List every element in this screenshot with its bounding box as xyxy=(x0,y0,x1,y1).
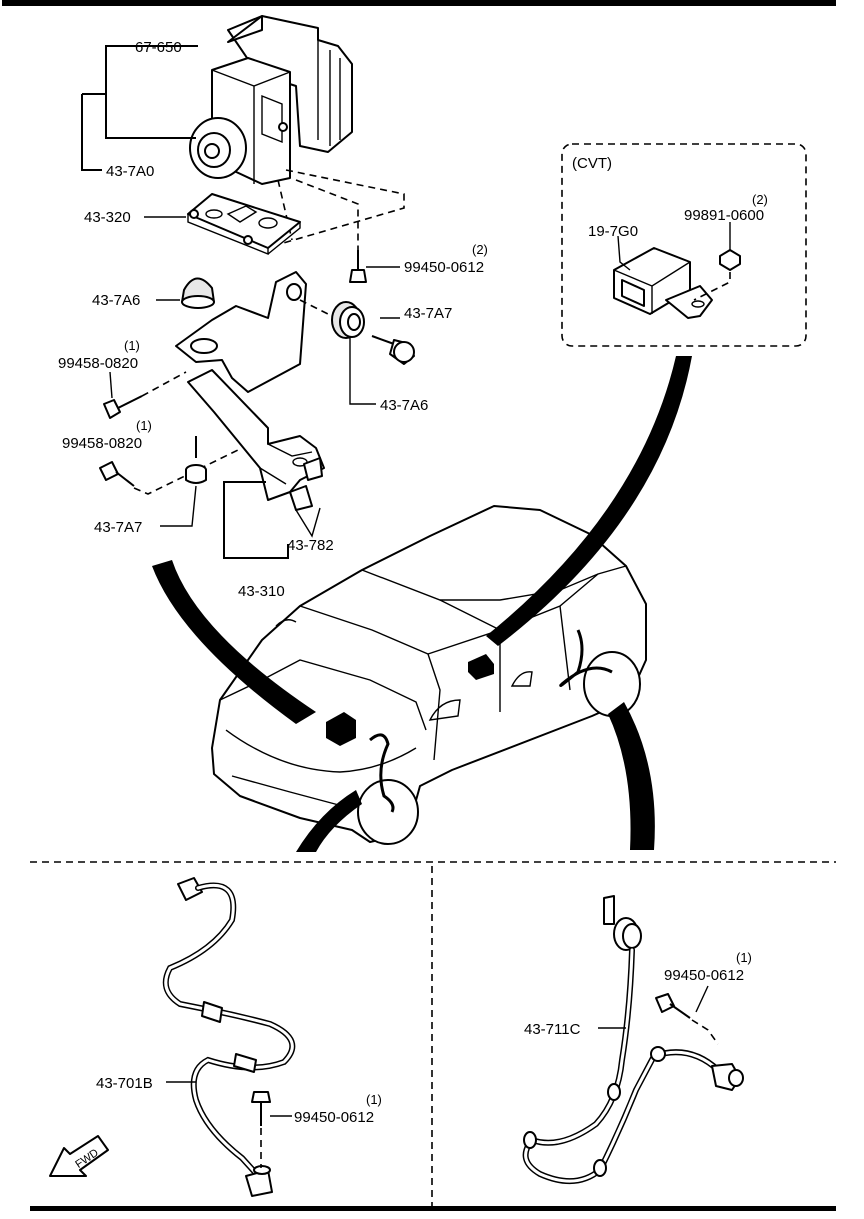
rubber-right-leader xyxy=(349,338,376,405)
collar-right[interactable] xyxy=(371,335,415,365)
rear-wheel-speed-sensor[interactable] xyxy=(522,895,744,1185)
cvt-nut-qty: (2) xyxy=(752,192,768,207)
front-bolt-label: 99450-0612 xyxy=(294,1109,374,1126)
rubber-right-label: 43-7A6 xyxy=(380,397,428,414)
cvt-box xyxy=(561,143,807,347)
callout-arrows xyxy=(152,356,692,852)
hcu-dash-lines xyxy=(277,169,405,256)
bolt-right-label: 99450-0612 xyxy=(404,259,484,276)
front-bolt-qty: (1) xyxy=(366,1092,382,1107)
car-wiring xyxy=(369,629,613,813)
hcu-leaders xyxy=(81,45,198,171)
front-harness-label: 43-701B xyxy=(96,1075,153,1092)
cvt-nut-dash xyxy=(693,272,731,301)
top-rule xyxy=(2,0,836,6)
cvt-sensor-leader xyxy=(617,235,631,271)
bracket-plate[interactable] xyxy=(187,193,301,256)
rear-bolt-leader xyxy=(695,985,709,1013)
car-cvt-marker xyxy=(468,654,494,680)
bracket-label: 43-310 xyxy=(238,583,285,600)
yaw-rate-sensor[interactable] xyxy=(613,247,713,319)
bolt-lower-left-label: 99458-0820 xyxy=(62,435,142,452)
bottom-rule xyxy=(30,1206,836,1211)
bracket-leader xyxy=(223,481,289,559)
rear-sensor-bolt[interactable] xyxy=(655,993,719,1045)
bolt-right[interactable] xyxy=(349,250,367,283)
front-wheel-speed-sensor[interactable] xyxy=(162,877,296,1197)
module-label: 43-7A0 xyxy=(106,163,154,180)
front-sensor-bolt[interactable] xyxy=(251,1091,271,1168)
fwd-arrow-icon: FWD xyxy=(49,1135,109,1177)
rubber-mount-left[interactable] xyxy=(181,277,215,309)
main-bracket[interactable] xyxy=(175,271,325,511)
cvt-sensor-label: 19-7G0 xyxy=(588,223,638,240)
rear-harness-label: 43-711C xyxy=(524,1021,581,1038)
collar-bottom-leader xyxy=(160,485,197,527)
bolt-lower-left[interactable] xyxy=(99,449,239,495)
rubber-left-label: 43-7A6 xyxy=(92,292,140,309)
collar-right-label: 43-7A7 xyxy=(404,305,452,322)
cvt-nut[interactable] xyxy=(719,249,741,271)
collar-bottom-label: 43-7A7 xyxy=(94,519,142,536)
bolt-upper-leader xyxy=(109,371,113,399)
cvt-title: (CVT) xyxy=(572,155,612,172)
bolt-upper-left[interactable] xyxy=(103,371,187,419)
rear-bolt-label: 99450-0612 xyxy=(664,967,744,984)
bolt-upper-left-label: 99458-0820 xyxy=(58,355,138,372)
bolt-right-qty: (2) xyxy=(472,242,488,257)
rear-bolt-qty: (1) xyxy=(736,950,752,965)
collar-bottom[interactable] xyxy=(185,436,207,484)
bolt-upper-left-qty: (1) xyxy=(124,338,140,353)
clip-leader xyxy=(295,507,321,538)
bracket-dash xyxy=(299,299,333,317)
bracket-plate-label: 43-320 xyxy=(84,209,131,226)
bolt-lower-left-qty: (1) xyxy=(136,418,152,433)
cvt-nut-label: 99891-0600 xyxy=(684,207,764,224)
rubber-mount-right[interactable] xyxy=(331,301,365,339)
car-abs-unit-marker xyxy=(326,712,356,746)
clip-label: 43-782 xyxy=(287,537,334,554)
hcu-label: 67-650 xyxy=(135,39,182,56)
abs-hydraulic-unit[interactable] xyxy=(189,15,353,185)
